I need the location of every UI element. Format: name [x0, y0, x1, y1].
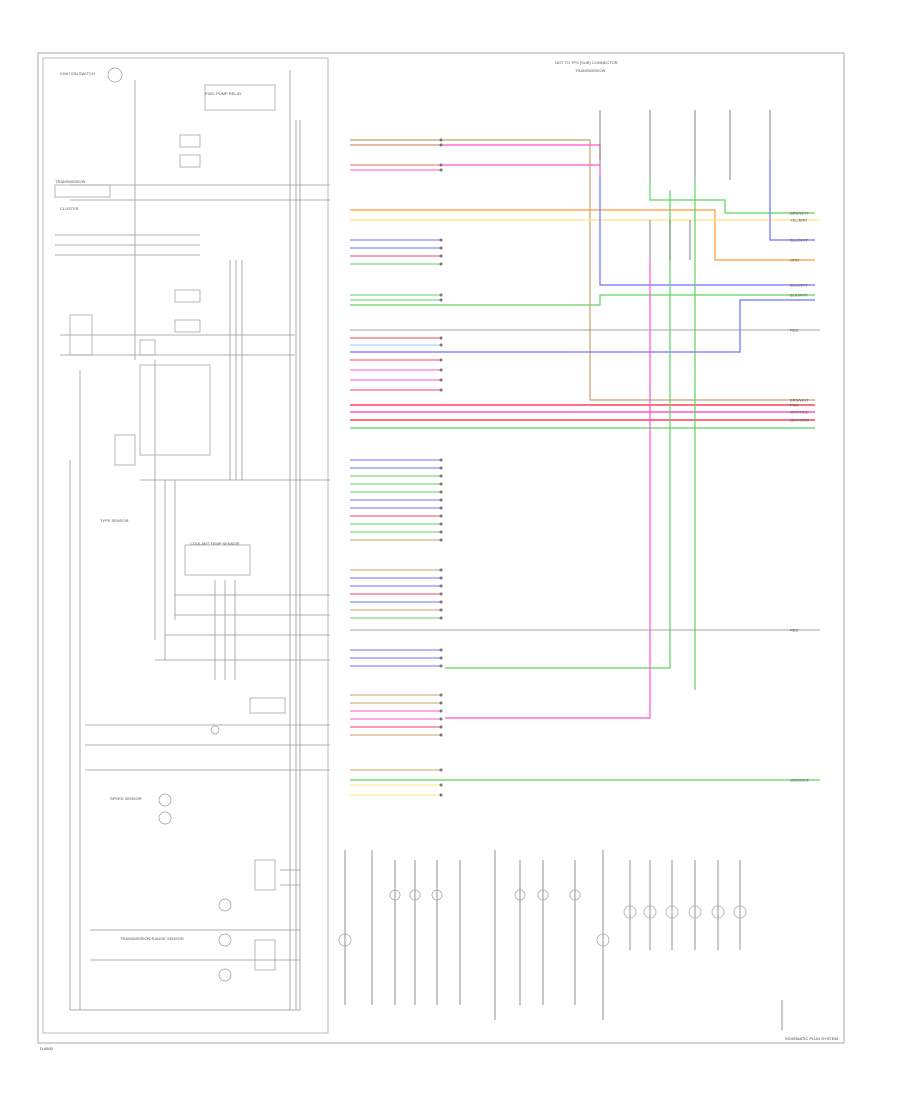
wire-stub-marker — [439, 388, 443, 392]
right-wire-tags: BRN/WHT YEL/BRN BLU/WHT ORN BLK/WHT BLK/WHT RE… — [790, 211, 810, 783]
right-wire-tag: YEL/BRN — [790, 218, 807, 223]
wire-stub-marker — [439, 600, 443, 604]
wire-stub-marker — [439, 648, 443, 652]
wire-stub-marker — [439, 490, 443, 494]
wire-stub-marker — [439, 138, 443, 142]
wire-stub-marker — [439, 522, 443, 526]
wire-green-mid — [350, 294, 815, 306]
label-ignition-switch: IGNITION SWITCH — [60, 71, 95, 76]
wire-stub-marker — [439, 584, 443, 588]
wire-stub-marker — [439, 664, 443, 668]
wire-stub-marker — [439, 368, 443, 372]
wire-stub-marker — [439, 163, 443, 167]
label-speed-sensor: SPEED SENSOR — [110, 796, 142, 801]
top-connector-blocks — [599, 110, 771, 260]
wire-stub-marker — [439, 298, 443, 302]
wire-stub-marker — [439, 733, 443, 737]
right-wire-tag: BRN/WHT — [790, 398, 809, 403]
bottom-connector-area — [344, 850, 783, 1030]
wire-orange — [350, 209, 815, 261]
right-wire-tag: BLK/WHT — [790, 293, 808, 298]
left-component-boxes — [54, 84, 286, 971]
wire-stub-marker — [439, 514, 443, 518]
wire-stub-marker — [439, 336, 443, 340]
wire-blue-mid-2 — [350, 299, 815, 353]
wire-stub-marker — [439, 530, 443, 534]
right-wire-tag: ORN — [790, 258, 799, 263]
label-transmission-range-sensor: TRANSMISSION RANGE SENSOR — [120, 936, 184, 941]
wire-stub-marker — [439, 466, 443, 470]
footer-left: D 6893 — [40, 1046, 54, 1051]
wire-stub-marker — [439, 343, 443, 347]
wire-stub-marker — [439, 616, 443, 620]
wire-stub-marker — [439, 498, 443, 502]
bottom-connector-pins — [338, 889, 747, 947]
wire-stub-marker — [439, 168, 443, 172]
colored-wires — [350, 139, 820, 781]
top-connector-label: NOT TO TPS (SUB) CONNECTOR — [555, 60, 618, 65]
wire-stub-marker — [439, 482, 443, 486]
wire-stub-marker — [439, 358, 443, 362]
wire-stub-marker — [439, 246, 443, 250]
wire-stub-marker — [439, 378, 443, 382]
wire-stub-marker — [439, 262, 443, 266]
label-transmission: TRANSMISSION — [55, 179, 86, 184]
wire-stub-marker — [439, 143, 443, 147]
left-wiring-schematic — [55, 70, 330, 1011]
right-wire-tag: BLK/WHT — [790, 283, 808, 288]
left-module-frame — [42, 57, 329, 1034]
wire-stub-marker — [439, 568, 443, 572]
top-connector-sublabel: TRANSMISSION — [575, 68, 606, 73]
label-fuel-pump-relay: FUEL PUMP RELAY — [205, 91, 242, 96]
wire-stub-marker — [439, 768, 443, 772]
wire-stub-marker — [439, 693, 443, 697]
connector-stubs — [350, 138, 443, 797]
wire-stub-marker — [439, 506, 443, 510]
label-cluster: CLUSTER — [60, 206, 79, 211]
wire-stub-marker — [439, 576, 443, 580]
wire-stub-marker — [439, 538, 443, 542]
wire-stub-marker — [439, 793, 443, 797]
footer-right: SCHEMATIC PLUG SYSTEM — [785, 1036, 838, 1041]
right-wire-tag: BRN/WHT — [790, 211, 809, 216]
right-wire-tag: RED — [790, 328, 799, 333]
wire-blue-mid — [599, 175, 815, 286]
label-coolant-temp-sensor: COOLANT TEMP SENSOR — [190, 541, 239, 546]
left-panel-labels: IGNITION SWITCH TRANSMISSION CLUSTER TYP… — [55, 71, 242, 941]
wire-stub-marker — [439, 238, 443, 242]
wire-brown-long — [350, 139, 815, 401]
right-wire-tag: PNK — [790, 403, 799, 408]
wire-stub-marker — [439, 783, 443, 787]
wire-stub-marker — [439, 656, 443, 660]
wire-stub-marker — [439, 293, 443, 297]
wire-stub-marker — [439, 709, 443, 713]
left-sensor-symbols — [107, 67, 232, 982]
right-wire-tag: WHT/RED — [790, 410, 809, 415]
wire-blue-top — [769, 160, 815, 241]
label-type-sensor: TYPE SENSOR — [100, 518, 129, 523]
wire-green-top — [649, 180, 815, 214]
wire-stub-marker — [439, 717, 443, 721]
right-wire-tag: GRY/ORN — [790, 418, 809, 423]
wire-stub-marker — [439, 458, 443, 462]
wire-stub-marker — [439, 701, 443, 705]
right-wire-tag: RED — [790, 628, 799, 633]
outer-border — [37, 52, 845, 1044]
wire-stub-marker — [439, 608, 443, 612]
wire-stub-marker — [439, 725, 443, 729]
wire-stub-marker — [439, 474, 443, 478]
right-wire-tag: BLU/WHT — [790, 238, 809, 243]
right-wire-tag: GRN/WHT — [790, 778, 810, 783]
wire-stub-marker — [439, 592, 443, 596]
wire-pink-vert — [445, 260, 651, 719]
wire-stub-marker — [439, 254, 443, 258]
wire-green-vert — [445, 190, 671, 669]
